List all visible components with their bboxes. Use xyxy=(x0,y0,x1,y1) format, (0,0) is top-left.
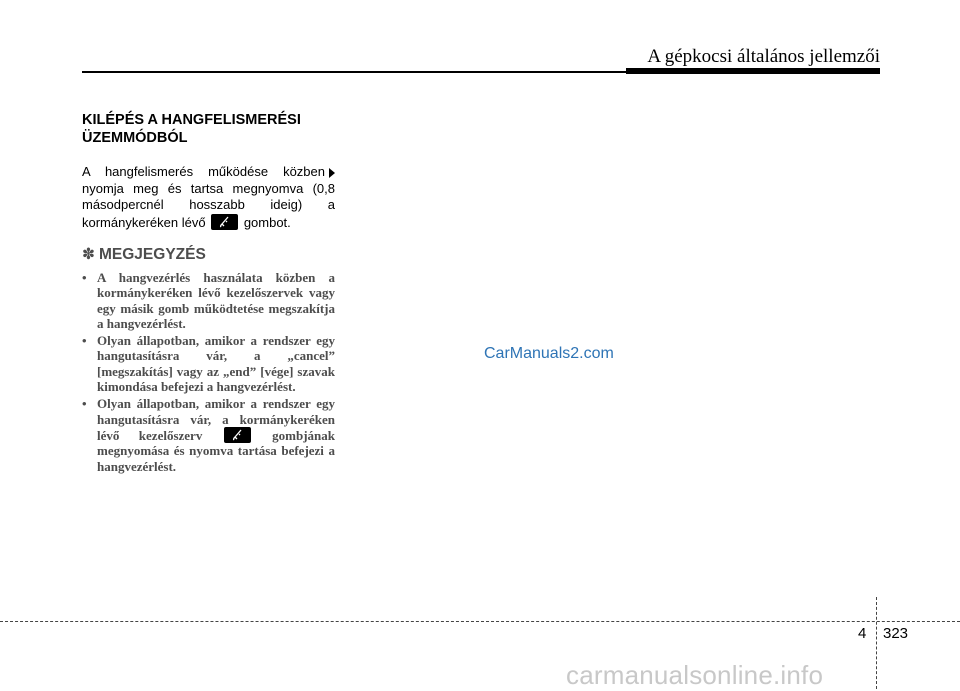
page-number: 323 xyxy=(883,625,909,642)
chapter-number: 4 xyxy=(858,625,867,642)
right-triangle-icon xyxy=(329,167,335,178)
intro-paragraph: A hangfelismerés működése közben nyomja … xyxy=(82,164,335,231)
header-rule-thick xyxy=(626,68,880,74)
section-heading: KILÉPÉS A HANGFELISMERÉSI ÜZEMMÓDBÓL xyxy=(82,112,301,146)
intro-text-2: nyomja meg és tartsa megnyomva (0,8 máso… xyxy=(82,180,335,230)
bullet-icon: • xyxy=(82,270,87,285)
watermark-link[interactable]: CarManuals2.com xyxy=(484,345,614,362)
bullet-icon: • xyxy=(82,396,87,412)
voice-button-icon xyxy=(211,213,239,230)
note-item-text: A hangvezérlés használata közben a kormá… xyxy=(97,270,335,331)
note-item-text-part2: gombjának megnyomása és nyomva tartása b… xyxy=(97,427,336,474)
footer-dashed-line xyxy=(0,621,960,622)
note-list: • A hangvezérlés használata közben a kor… xyxy=(82,270,335,476)
note-star-icon: ✽ xyxy=(82,246,95,263)
bullet-icon: • xyxy=(82,333,87,349)
note-heading-text: MEGJEGYZÉS xyxy=(99,246,206,263)
note-item: • Olyan állapotban, amikor a rendszer eg… xyxy=(82,333,335,394)
note-item: • Olyan állapotban, amikor a rendszer eg… xyxy=(82,396,335,473)
footer-dashed-divider xyxy=(876,597,877,689)
intro-text-1: A hangfelismerés működése közben xyxy=(82,164,325,179)
voice-button-icon xyxy=(223,426,251,443)
note-heading: ✽MEGJEGYZÉS xyxy=(82,245,206,264)
footer-watermark[interactable]: carmanualsonline.info xyxy=(566,660,824,690)
header-title: A gépkocsi általános jellemzői xyxy=(647,46,880,67)
note-item-text: Olyan állapotban, amikor a rendszer egy … xyxy=(97,333,335,395)
header-rule-thin xyxy=(82,71,630,73)
note-item: • A hangvezérlés használata közben a kor… xyxy=(82,270,335,331)
note-item-text-part1: Olyan állapotban, amikor a rendszer egy … xyxy=(97,396,335,443)
intro-text-3: gombot. xyxy=(243,214,291,230)
